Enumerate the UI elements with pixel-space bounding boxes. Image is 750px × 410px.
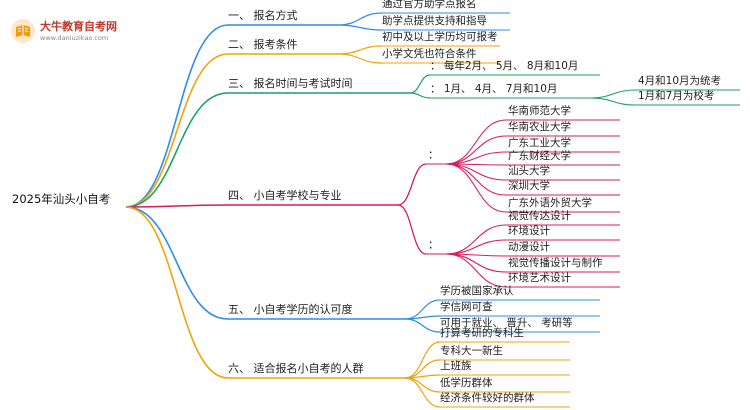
logo-title: 大牛教育自考网 — [40, 20, 117, 33]
leaf-item: 打算考研的专科生 — [440, 327, 524, 339]
logo: 大牛教育自考网 www.daniuzikao.com — [10, 16, 140, 48]
sub-leaf-item: 深圳大学 — [508, 180, 550, 192]
leaf-item: 上班族 — [440, 360, 472, 372]
branch-line-section-2 — [125, 53, 229, 208]
leaf-item: 通过官方助学点报名 — [382, 0, 477, 10]
logo-url: www.daniuzikao.com — [40, 34, 109, 42]
branch-line-section-4 — [125, 204, 229, 208]
sub-leaf-item: 1月和7月为校考 — [638, 90, 715, 102]
leaf-line-s6-5 — [404, 377, 441, 408]
subbranch-line-s3-2 — [409, 92, 431, 99]
subbranch-line-s3-1 — [409, 74, 431, 94]
sub-leaf-item: 广东工业大学 — [508, 137, 571, 149]
branch-line-section-3 — [125, 92, 229, 208]
root-topic: 2025年汕头小自考 — [12, 192, 111, 206]
subbranch-label: ： — [428, 239, 439, 251]
sub-leaf-item: 视觉传播设计与制作 — [508, 257, 603, 269]
leaf-item: 低学历群体 — [440, 377, 493, 389]
leaf-line-s5-2 — [404, 315, 441, 320]
sub-leaf-line-s3-1 — [589, 89, 637, 99]
branch-line-section-5 — [125, 206, 229, 320]
subbranch-line-s4-1 — [397, 163, 427, 206]
sub-leaf-line-s3-2 — [589, 97, 637, 106]
leaf-line-s2-1 — [337, 45, 383, 55]
leaf-item: 初中及以上学历均可报考 — [382, 31, 498, 43]
leaf-item: 经济条件较好的群体 — [440, 392, 535, 404]
sub-leaf-item: 广东财经大学 — [508, 150, 571, 162]
subbranch-line-s4-2 — [397, 204, 427, 255]
leaf-line-s5-3 — [404, 318, 441, 333]
branch-line-section-1 — [125, 24, 229, 208]
section-5-label: 五、 小自考学历的认可度 — [228, 303, 353, 316]
leaf-line-s1-2 — [337, 24, 383, 31]
leaf-line-s2-2 — [337, 53, 383, 64]
branch-line-section-6 — [125, 206, 229, 379]
sub-leaf-line-s4-1-1 — [445, 119, 507, 165]
leaf-item: 助学点提供支持和指导 — [382, 15, 487, 27]
section-1-label: 一、 报名方式 — [228, 9, 298, 22]
sub-leaf-item: 汕头大学 — [508, 165, 550, 177]
section-6-label: 六、 适合报名小自考的人群 — [228, 362, 364, 375]
subbranch-label: ： 1月、 4月、 7月和10月 — [430, 83, 558, 95]
sub-leaf-item: 华南农业大学 — [508, 121, 571, 133]
leaf-line-s6-1 — [404, 341, 441, 379]
sub-leaf-item: 华南师范大学 — [508, 105, 571, 117]
leaf-line-s1-1 — [337, 12, 383, 26]
section-2-label: 二、 报考条件 — [228, 38, 298, 51]
section-4-label: 四、 小自考学校与专业 — [228, 189, 342, 202]
sub-leaf-item: 环境艺术设计 — [508, 272, 571, 284]
leaf-item: 小学文凭也符合条件 — [382, 48, 477, 60]
subbranch-label: ： — [428, 149, 439, 161]
subbranch-label: ： 每年2月、 5月、 8月和10月 — [430, 60, 579, 72]
sub-leaf-item: 视觉传达设计 — [508, 210, 571, 222]
sub-leaf-item: 环境设计 — [508, 225, 550, 237]
section-3-label: 三、 报名时间与考试时间 — [228, 77, 353, 90]
leaf-item: 专科大一新生 — [440, 345, 503, 357]
leaf-item: 学历被国家承认 — [440, 285, 514, 297]
sub-leaf-item: 4月和10月为统考 — [638, 75, 722, 87]
sub-leaf-line-s4-1-2 — [445, 135, 507, 165]
sub-leaf-item: 广东外语外贸大学 — [508, 197, 592, 209]
sub-leaf-item: 动漫设计 — [508, 241, 550, 253]
leaf-item: 学信网可查 — [440, 301, 493, 313]
sub-leaf-line-s4-2-2 — [445, 239, 507, 255]
leaf-line-s6-4 — [404, 377, 441, 393]
sub-leaf-line-s4-2-1 — [445, 224, 507, 255]
leaf-item: 可用于就业、 晋升、 考研等 — [440, 317, 573, 329]
sub-leaf-line-s4-2-5 — [445, 253, 507, 288]
sub-leaf-line-s4-1-7 — [445, 163, 507, 213]
book-icon — [11, 19, 35, 43]
sub-leaf-line-s4-1-5 — [445, 163, 507, 181]
sub-leaf-line-s4-2-4 — [445, 253, 507, 273]
